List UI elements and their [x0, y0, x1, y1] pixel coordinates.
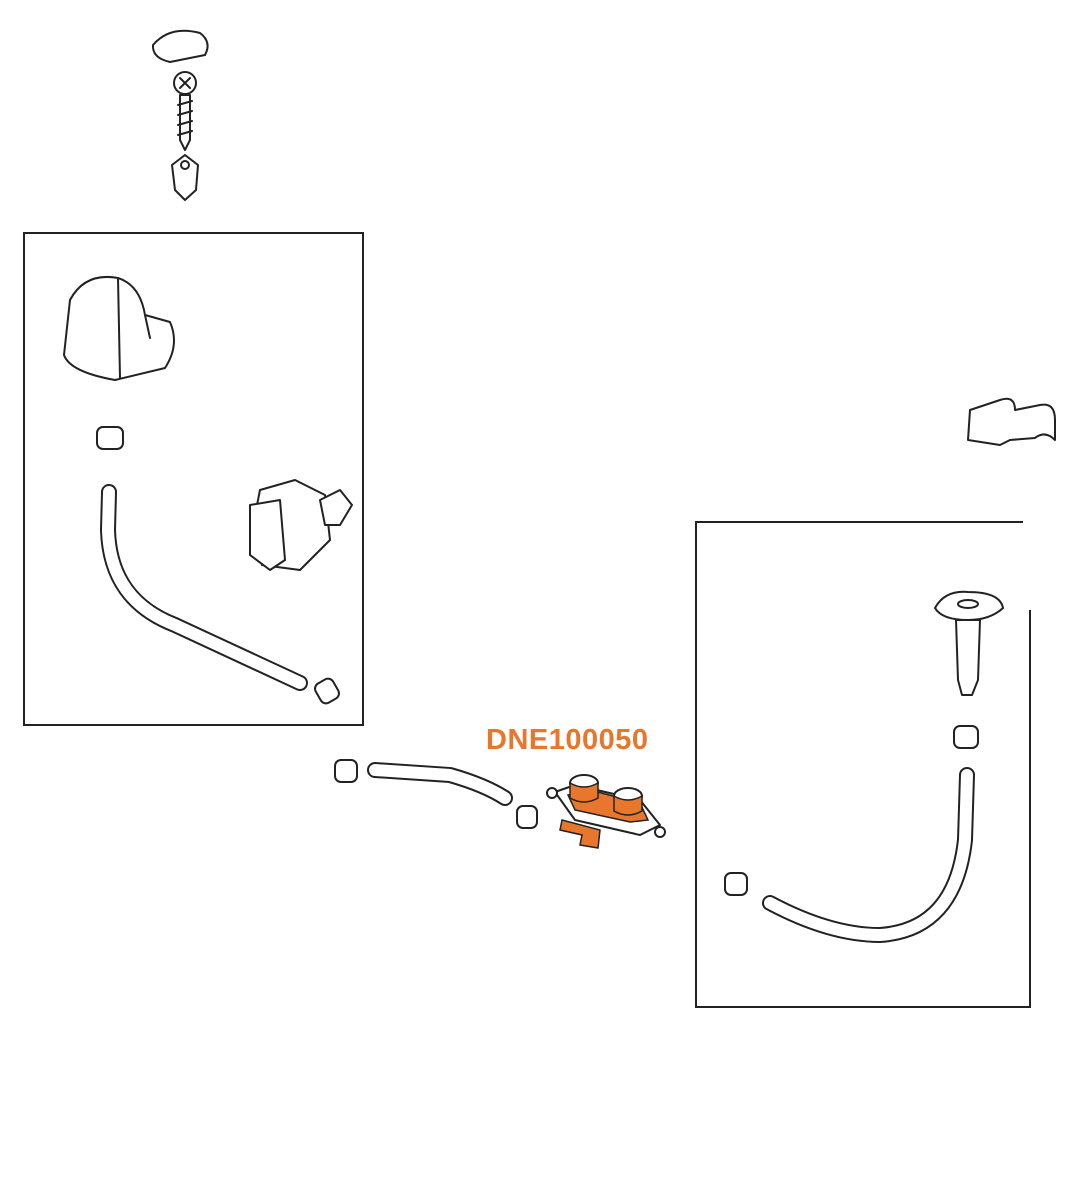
hose-clamp-part [314, 677, 340, 705]
screw-part [173, 71, 197, 151]
hose-part [99, 484, 308, 691]
bracket-clip-part [967, 397, 1056, 446]
part-number-label[interactable]: DNE100050 [486, 724, 649, 756]
hose-clamp-part-middle [334, 759, 538, 829]
hose-part-middle [367, 762, 513, 806]
nut-clip-part [171, 154, 199, 201]
highlighted-valve-part [546, 774, 666, 849]
hose-part-right [762, 767, 975, 944]
hose-clamp-part-right [724, 872, 748, 896]
retainer-clip-part [249, 479, 353, 571]
hose-clip-part [96, 426, 124, 450]
right-assembly-box [695, 521, 1031, 1008]
washer-jet-part [934, 590, 1004, 696]
jet-cover-part [63, 276, 175, 381]
cap-part [151, 29, 209, 63]
hose-clip-part-right [953, 725, 979, 749]
left-assembly-box [23, 232, 364, 726]
